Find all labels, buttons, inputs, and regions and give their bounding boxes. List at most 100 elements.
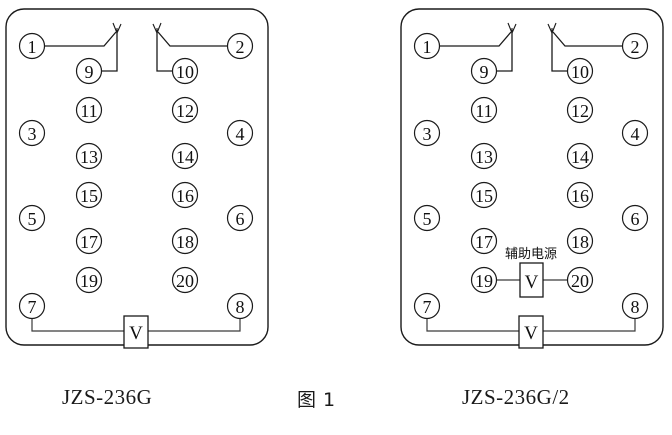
terminal-5-label: 5	[423, 209, 432, 229]
terminal-14-label: 14	[571, 147, 589, 167]
terminal-group-left-inner-right: 10 12 14 16 18	[171, 57, 199, 294]
terminal-group-right-inner-left: 9 11 13 15 17	[470, 57, 498, 294]
relay-case-outline-left	[5, 8, 269, 346]
caption-left-model: JZS-236G	[62, 385, 153, 409]
coil-box-auxiliary: V	[519, 262, 544, 298]
terminal-2-label: 2	[631, 37, 640, 57]
terminal-4[interactable]: 4	[226, 119, 254, 147]
terminal-11[interactable]: 11	[75, 96, 103, 124]
terminal-14[interactable]: 14	[566, 142, 594, 170]
terminal-group-left-outer-left: 1 3 5 7	[18, 32, 46, 320]
terminal-17-label: 17	[475, 232, 493, 252]
terminal-13-label: 13	[475, 147, 493, 167]
terminal-9[interactable]: 9	[75, 57, 103, 85]
terminal-2-label: 2	[236, 37, 245, 57]
coil-box-right-bottom: V	[518, 315, 544, 349]
terminal-2[interactable]: 2	[621, 32, 649, 60]
terminal-6-label: 6	[631, 209, 640, 229]
terminal-2[interactable]: 2	[226, 32, 254, 60]
terminal-group-left-inner-left: 9 11 13 15 17	[75, 57, 103, 294]
caption-right-model: JZS-236G/2	[462, 385, 570, 409]
terminal-16-label: 16	[571, 186, 589, 206]
terminal-6-label: 6	[236, 209, 245, 229]
terminal-4-label: 4	[236, 124, 245, 144]
terminal-13[interactable]: 13	[470, 142, 498, 170]
terminal-7-label: 7	[28, 297, 37, 317]
terminal-13-label: 13	[80, 147, 98, 167]
terminal-12-label: 12	[176, 101, 194, 121]
terminal-1[interactable]: 1	[18, 32, 46, 60]
terminal-20[interactable]: 20	[566, 266, 594, 294]
terminal-6[interactable]: 6	[226, 204, 254, 232]
terminal-19[interactable]: 19	[75, 266, 103, 294]
terminal-8-label: 8	[631, 297, 640, 317]
terminal-16[interactable]: 16	[171, 181, 199, 209]
terminal-19-label: 19	[475, 271, 493, 291]
terminal-3[interactable]: 3	[413, 119, 441, 147]
terminal-7[interactable]: 7	[413, 292, 441, 320]
terminal-17[interactable]: 17	[470, 227, 498, 255]
terminal-18-label: 18	[571, 232, 589, 252]
terminal-5[interactable]: 5	[413, 204, 441, 232]
terminal-10[interactable]: 10	[171, 57, 199, 85]
terminal-9-label: 9	[480, 62, 489, 82]
terminal-20[interactable]: 20	[171, 266, 199, 294]
coil-box-left-bottom: V	[123, 315, 149, 349]
terminal-12[interactable]: 12	[171, 96, 199, 124]
terminal-18[interactable]: 18	[171, 227, 199, 255]
terminal-14[interactable]: 14	[171, 142, 199, 170]
terminal-3-label: 3	[423, 124, 432, 144]
coil-box-left-bottom-label: V	[129, 323, 143, 344]
terminal-3-label: 3	[28, 124, 37, 144]
terminal-group-right-outer-right: 2 4 6 8	[621, 32, 649, 320]
terminal-1-label: 1	[28, 37, 37, 57]
terminal-11-label: 11	[80, 101, 97, 121]
caption-figure-number: 图 1	[297, 389, 336, 411]
terminal-8-label: 8	[236, 297, 245, 317]
changeover-contact-right-2-10	[547, 22, 625, 72]
terminal-5-label: 5	[28, 209, 37, 229]
terminal-1-label: 1	[423, 37, 432, 57]
terminal-13[interactable]: 13	[75, 142, 103, 170]
terminal-8[interactable]: 8	[226, 292, 254, 320]
terminal-12[interactable]: 12	[566, 96, 594, 124]
terminal-7[interactable]: 7	[18, 292, 46, 320]
terminal-10-label: 10	[571, 62, 589, 82]
terminal-15-label: 15	[475, 186, 493, 206]
terminal-group-right-outer-left: 1 3 5 7	[413, 32, 441, 320]
terminal-16[interactable]: 16	[566, 181, 594, 209]
terminal-10[interactable]: 10	[566, 57, 594, 85]
terminal-11[interactable]: 11	[470, 96, 498, 124]
panel-left: V 1 3 5 7	[5, 8, 269, 349]
terminal-9[interactable]: 9	[470, 57, 498, 85]
terminal-5[interactable]: 5	[18, 204, 46, 232]
terminal-19[interactable]: 19	[470, 266, 498, 294]
terminal-15[interactable]: 15	[470, 181, 498, 209]
terminal-9-label: 9	[85, 62, 94, 82]
terminal-group-right-inner-right: 10 12 14 16 18	[566, 57, 594, 294]
terminal-17[interactable]: 17	[75, 227, 103, 255]
terminal-3[interactable]: 3	[18, 119, 46, 147]
terminal-8[interactable]: 8	[621, 292, 649, 320]
terminal-14-label: 14	[176, 147, 194, 167]
terminal-6[interactable]: 6	[621, 204, 649, 232]
terminal-1[interactable]: 1	[413, 32, 441, 60]
terminal-12-label: 12	[571, 101, 589, 121]
terminal-15-label: 15	[80, 186, 98, 206]
changeover-contact-left-1-9	[44, 22, 122, 72]
terminal-11-label: 11	[475, 101, 492, 121]
terminal-4-label: 4	[631, 124, 640, 144]
coil-box-auxiliary-label: V	[525, 272, 539, 293]
terminal-7-label: 7	[423, 297, 432, 317]
auxiliary-power-label: 辅助电源	[505, 247, 557, 262]
changeover-contact-right-1-9	[439, 22, 517, 72]
terminal-15[interactable]: 15	[75, 181, 103, 209]
panel-right: V 辅助电源 V 1 3	[400, 8, 664, 349]
terminal-4[interactable]: 4	[621, 119, 649, 147]
terminal-group-left-outer-right: 2 4 6 8	[226, 32, 254, 320]
terminal-18-label: 18	[176, 232, 194, 252]
terminal-18[interactable]: 18	[566, 227, 594, 255]
terminal-20-label: 20	[571, 271, 589, 291]
